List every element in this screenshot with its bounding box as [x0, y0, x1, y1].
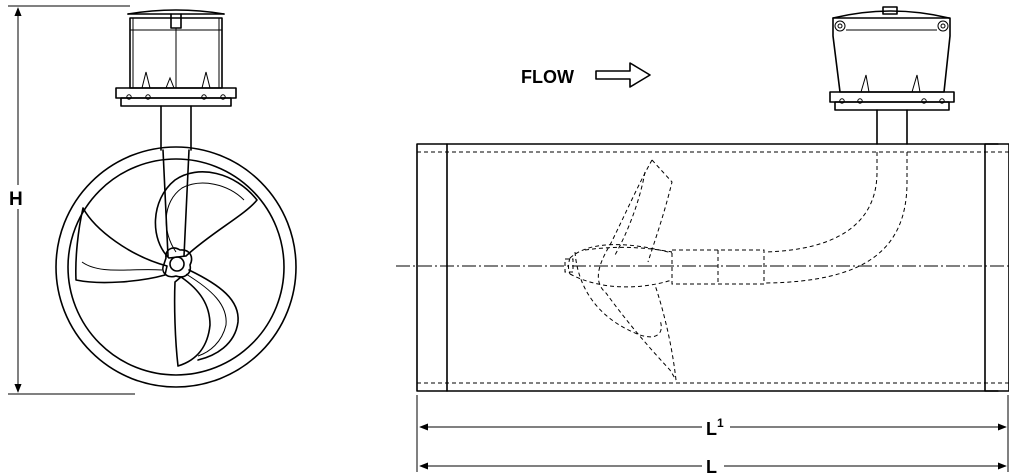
- height-dimension: H: [8, 5, 135, 395]
- length-overall-dimension: L: [419, 455, 1007, 476]
- tunnel-side: [416, 143, 1009, 392]
- side-view: FLOW: [396, 6, 1009, 476]
- tunnel-front: [55, 146, 297, 388]
- length-inner-dimension: L1: [416, 395, 1009, 472]
- length-overall-label: L: [706, 457, 717, 476]
- propeller-front: [75, 171, 258, 367]
- flow-label: FLOW: [521, 67, 574, 87]
- flow-arrow: [595, 62, 651, 88]
- hidden-gear-leg: [671, 152, 908, 285]
- front-view: H: [8, 5, 297, 395]
- motor-housing-front: [115, 9, 237, 151]
- length-inner-label: L1: [706, 416, 724, 439]
- hidden-propeller: [564, 159, 677, 381]
- height-label: H: [9, 189, 23, 210]
- motor-housing-side: [829, 6, 955, 145]
- flow-indicator: FLOW: [521, 62, 651, 88]
